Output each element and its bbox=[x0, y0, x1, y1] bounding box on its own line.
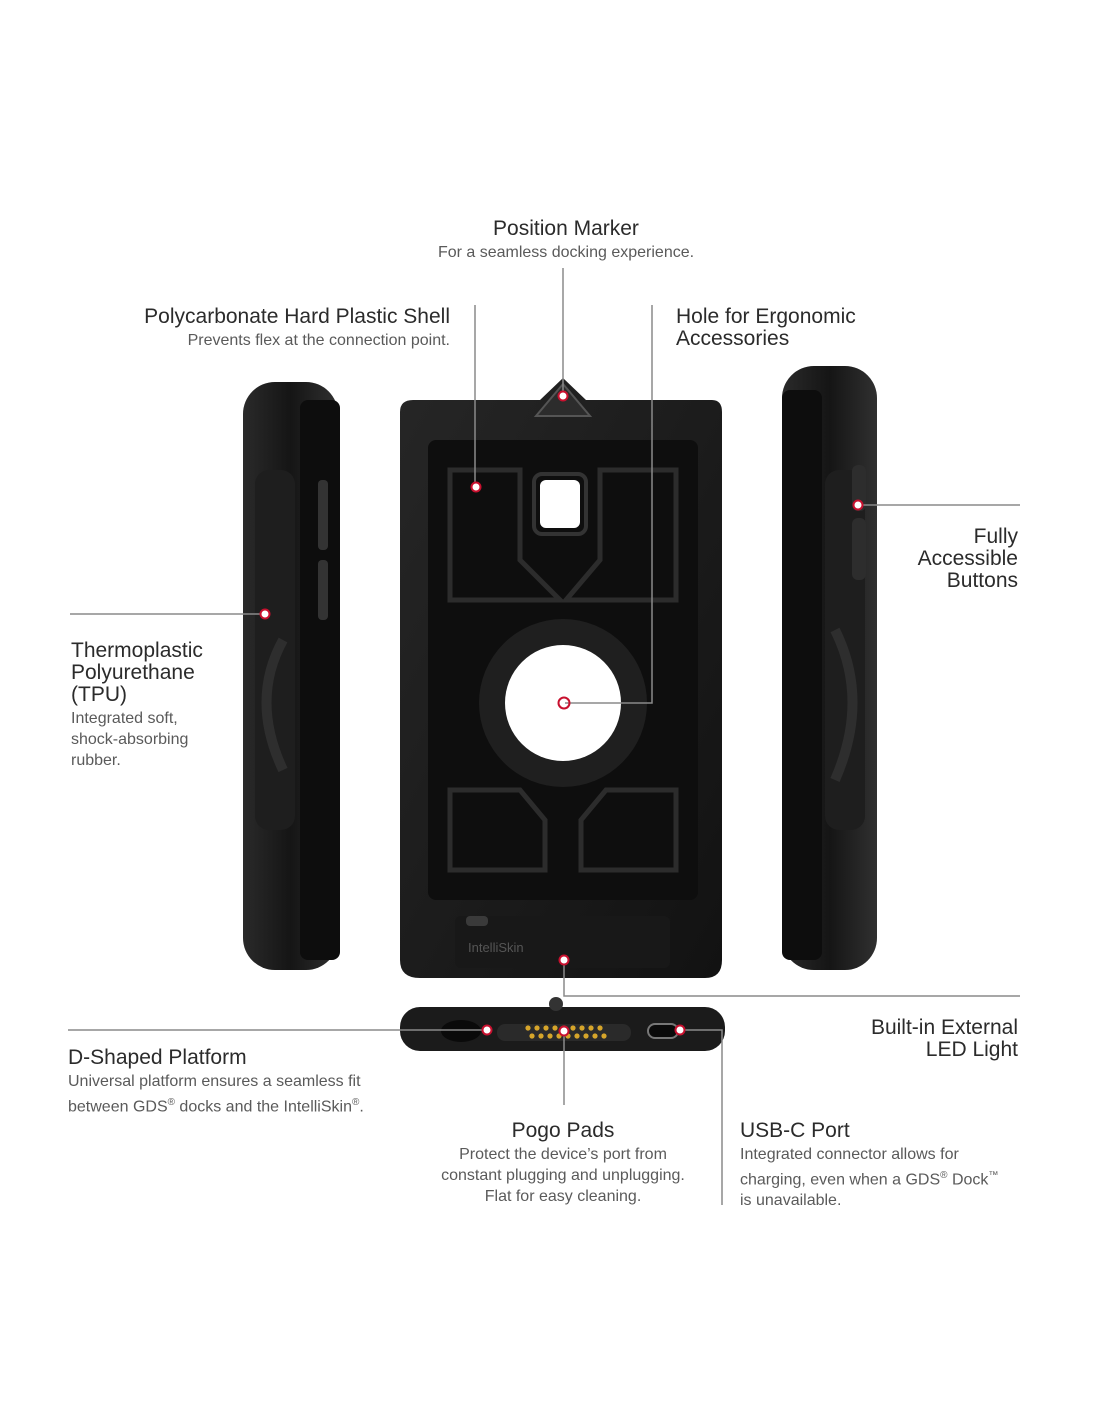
callout-accessible-buttons: Fully Accessible Buttons bbox=[880, 526, 1018, 592]
callout-position-marker: Position Marker For a seamless docking e… bbox=[390, 218, 742, 263]
registered-mark: ® bbox=[351, 1097, 360, 1108]
callout-title: Built-in External LED Light bbox=[870, 1016, 1018, 1061]
desc-line: is unavailable. bbox=[740, 1192, 842, 1210]
marker-position bbox=[557, 390, 569, 402]
pogo-pin bbox=[592, 1033, 598, 1039]
registered-mark: ® bbox=[940, 1170, 948, 1181]
pogo-pin bbox=[579, 1025, 585, 1031]
callout-pogo-pads: Pogo Pads Protect the device’s port from… bbox=[410, 1120, 716, 1207]
pogo-pins bbox=[525, 1025, 607, 1039]
desc-line: Universal platform ensures a seamless fi… bbox=[68, 1073, 361, 1090]
desc-text: charging, even when a GDS bbox=[740, 1171, 941, 1189]
pogo-pin bbox=[525, 1025, 531, 1031]
intelliskin-logo: IntelliSkin bbox=[468, 940, 524, 955]
callout-title: Pogo Pads bbox=[511, 1119, 615, 1142]
callout-description: For a seamless docking experience. bbox=[437, 244, 695, 261]
callout-description: Integrated connector allows for charging,… bbox=[740, 1144, 1040, 1211]
case-front-view: IntelliSkin bbox=[400, 378, 722, 978]
callout-description: Integrated soft, shock-absorbing rubber. bbox=[71, 710, 189, 769]
marker-led bbox=[558, 954, 570, 966]
callout-title: Thermoplastic Polyurethane (TPU) bbox=[71, 639, 203, 706]
callout-ergonomic-hole: Hole for Ergonomic Accessories bbox=[676, 306, 936, 350]
callout-description: Prevents flex at the connection point. bbox=[187, 332, 450, 349]
marker-polycarbonate bbox=[470, 481, 482, 493]
marker-d-shaped bbox=[481, 1024, 493, 1036]
trademark-mark: ™ bbox=[988, 1170, 999, 1181]
callout-title: USB-C Port bbox=[740, 1119, 850, 1142]
callout-title: Polycarbonate Hard Plastic Shell bbox=[144, 305, 450, 328]
pogo-pin bbox=[574, 1033, 580, 1039]
case-right-side-view bbox=[782, 366, 877, 970]
desc-text: . bbox=[359, 1098, 364, 1116]
callout-description: Protect the device’s port from constant … bbox=[441, 1146, 685, 1205]
case-bottom-view bbox=[400, 997, 725, 1051]
case-left-side-view bbox=[243, 382, 340, 970]
pogo-pin bbox=[543, 1025, 549, 1031]
callout-markers bbox=[259, 390, 864, 1037]
callout-title: Fully Accessible Buttons bbox=[917, 525, 1018, 592]
pogo-pin bbox=[552, 1025, 558, 1031]
callout-polycarbonate-shell: Polycarbonate Hard Plastic Shell Prevent… bbox=[90, 306, 450, 351]
pogo-pin bbox=[583, 1033, 589, 1039]
callout-description: Universal platform ensures a seamless fi… bbox=[68, 1071, 428, 1117]
marker-usbc bbox=[674, 1024, 686, 1036]
desc-text: Dock bbox=[947, 1171, 989, 1189]
marker-ergonomic-hole bbox=[557, 696, 571, 710]
desc-text: docks and the IntelliSkin bbox=[174, 1098, 352, 1116]
callout-title: D-Shaped Platform bbox=[68, 1046, 247, 1069]
marker-pogo bbox=[558, 1025, 570, 1037]
callout-title: Position Marker bbox=[493, 217, 639, 240]
registered-mark: ® bbox=[167, 1097, 175, 1108]
desc-line: Integrated connector allows for bbox=[740, 1146, 959, 1163]
callout-usb-c-port: USB-C Port Integrated connector allows f… bbox=[740, 1120, 1040, 1211]
pogo-pin bbox=[601, 1033, 607, 1039]
leader-lines bbox=[68, 268, 1020, 1205]
pogo-pin bbox=[529, 1033, 535, 1039]
callout-title: Hole for Ergonomic Accessories bbox=[676, 305, 856, 350]
marker-tpu bbox=[259, 608, 271, 620]
pogo-pin bbox=[538, 1033, 544, 1039]
pogo-pin bbox=[534, 1025, 540, 1031]
pogo-pin bbox=[570, 1025, 576, 1031]
callout-led-light: Built-in External LED Light bbox=[800, 1017, 1018, 1061]
callout-d-shaped-platform: D-Shaped Platform Universal platform ens… bbox=[68, 1047, 428, 1117]
marker-buttons bbox=[852, 499, 864, 511]
pogo-pin bbox=[588, 1025, 594, 1031]
pogo-pin bbox=[597, 1025, 603, 1031]
callout-tpu: Thermoplastic Polyurethane (TPU) Integra… bbox=[71, 640, 271, 771]
pogo-pin bbox=[547, 1033, 553, 1039]
desc-text: between GDS bbox=[68, 1098, 168, 1116]
